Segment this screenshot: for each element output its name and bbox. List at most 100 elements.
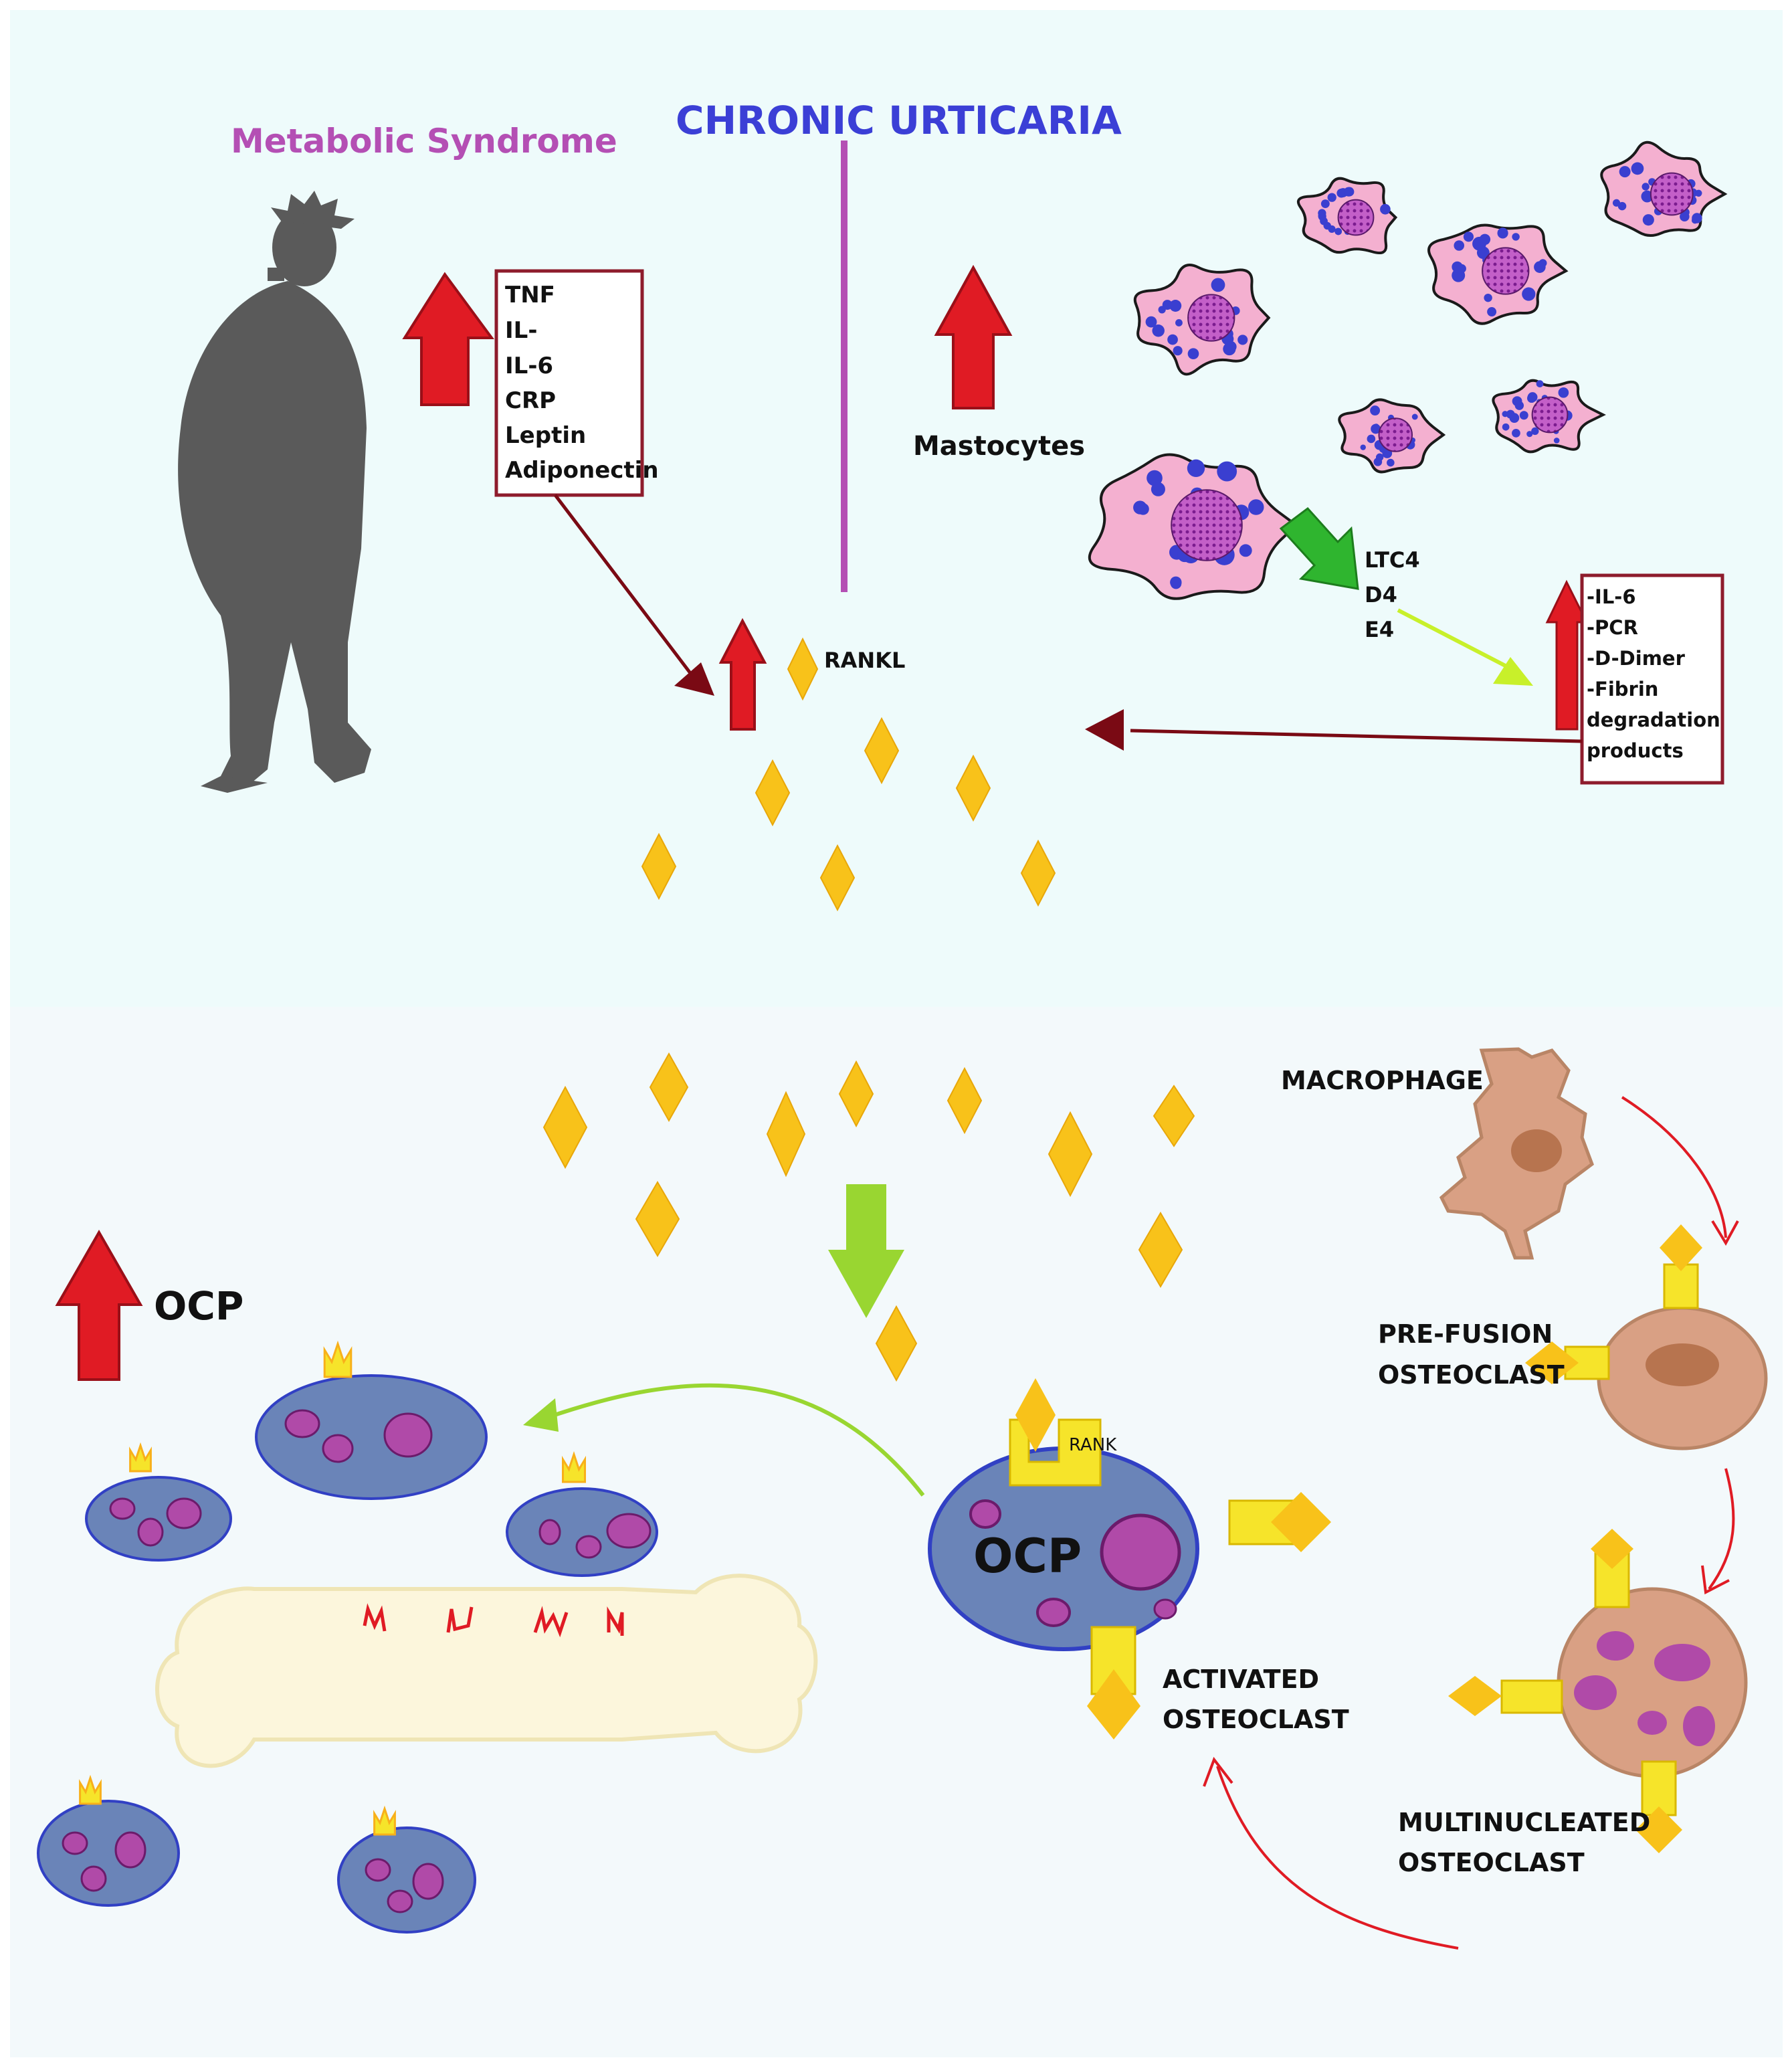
activated-ocp-cell [928,1446,1199,1651]
ocp-to-precursors-curve-arrow [548,1383,925,1497]
rankl-diamond [1138,1212,1183,1288]
markers-to-rankl-arrowhead-icon [1085,709,1124,751]
prefusion-osteoclast-cell [1525,1224,1768,1450]
marker-leptin: Leptin [505,422,586,449]
macrophage-label: MACROPHAGE [1281,1066,1484,1095]
urticaria-markers-box [1580,573,1724,785]
rank-receptor-small-icon [373,1805,396,1836]
mast-cell [1338,398,1446,474]
chronic-urticaria-title: CHRONIC URTICARIA [676,98,1122,143]
multinucleated-label-line1: MULTINUCLEATED [1398,1808,1650,1837]
ocp-precursor-cell [255,1340,488,1500]
leukotriene-to-markers-arrow [1397,608,1513,671]
metabolic-to-rankl-arrow [554,494,694,677]
ocp-precursor-cell [506,1451,658,1577]
rankl-label: RANKL [824,648,905,673]
mast-cell [1492,379,1606,454]
rankl-diamond [1048,1111,1093,1198]
green-down-arrow-icon [828,1184,904,1318]
rankl-diamond [838,1060,874,1128]
ocp-precursor-cell [37,1774,180,1907]
ocp-cells [37,1340,658,1934]
leukotriene-ltc4: LTC4 [1365,547,1420,573]
mast-cell-cluster [1088,140,1728,600]
rank-receptor-small-icon [562,1451,586,1483]
rankl-diamond [755,759,791,827]
rank-receptor-small-icon [129,1442,152,1473]
rankl-diamond [641,832,677,901]
metabolic-markers-box [494,269,644,497]
activated-ocp-label: OCP [973,1529,1082,1584]
rankl-diamond [947,1066,983,1135]
macrophage-to-prefusion-arrowhead-icon [1711,1220,1739,1246]
mast-cell [1427,223,1569,325]
green-arrow-leukotrienes-icon [1279,506,1359,590]
ocp-up-label: OCP [154,1283,243,1329]
prefusion-to-multinucleated-arrow [1708,1468,1735,1590]
mast-cell [1088,453,1298,600]
ocp-precursor-cell [85,1442,232,1562]
rankl-diamond [542,1085,588,1169]
rankl-diamond [1020,839,1056,907]
prefusion-to-multinucleated-arrowhead-icon [1701,1565,1730,1595]
rankl-diamond [649,1052,689,1123]
marker-pcr: -PCR [1587,616,1638,639]
multinucleated-to-activated-arrowhead-icon [1203,1756,1233,1787]
activated-ocp-receptors [1087,1492,1331,1740]
marker-tnf: TNF [505,282,555,308]
multinucleated-label-line2: OSTEOCLAST [1398,1848,1585,1877]
leukotriene-e4: E4 [1365,617,1394,642]
ocp-precursor-cell [337,1805,476,1934]
rankl-diamond [787,637,819,701]
metabolic-markers-list: TNF IL- IL-6 CRP Leptin Adiponectin [505,282,659,484]
rankl-diamond [875,1305,918,1382]
leukotriene-d4: D4 [1365,582,1397,607]
obese-person-silhouette-icon [178,191,371,793]
rank-receptor-small-icon [323,1340,353,1378]
macrophage-cell [1439,1047,1594,1260]
activated-label-line2: OSTEOCLAST [1163,1705,1349,1734]
marker-d-dimer: -D-Dimer [1587,647,1686,670]
rankl-diamonds [542,637,1195,1382]
marker-il6: IL-6 [505,353,553,379]
rankl-diamond [766,1091,806,1178]
marker-adiponectin: Adiponectin [505,457,659,484]
marker-degradation: degradation [1587,709,1720,731]
marker-products: products [1587,739,1684,762]
activated-label-line1: ACTIVATED [1163,1665,1319,1694]
rankl-diamond [819,844,856,912]
rankl-diamond [955,754,991,822]
bone [155,1574,818,1768]
resorption-pits [363,1603,624,1638]
ocp-up-arrow-icon [55,1229,143,1381]
mastocytes-label: Mastocytes [913,431,1085,462]
macrophage-to-prefusion-arrow [1621,1096,1727,1238]
mast-cell [1133,264,1271,376]
rank-label: RANK [1069,1435,1117,1455]
metabolic-syndrome-title: Metabolic Syndrome [231,122,617,161]
red-up-arrow-rankl-icon [718,618,767,731]
marker-il6-urt: -IL-6 [1587,585,1636,608]
prefusion-label-line2: OSTEOCLAST [1378,1360,1565,1390]
prefusion-label-line1: PRE-FUSION [1378,1319,1553,1349]
marker-fibrin: -Fibrin [1587,678,1658,700]
marker-il: IL- [505,317,537,344]
red-up-arrow-mastocytes-icon [934,264,1013,409]
rank-receptor-icon [1009,1378,1102,1487]
metabolic-to-rankl-arrowhead-icon [674,662,714,696]
markers-to-rankl-arrow [1130,729,1583,743]
urticaria-markers-list: -IL-6 -PCR -D-Dimer -Fibrin degradation … [1587,585,1720,762]
rank-receptor-small-icon [79,1774,102,1805]
mast-cell [1297,177,1398,255]
leukotriene-to-markers-arrowhead-icon [1493,657,1533,686]
rankl-diamond [864,717,900,785]
mast-cell [1600,140,1728,237]
red-up-arrow-metabolic-icon [402,272,494,406]
rankl-diamond [635,1181,680,1257]
multinucleated-to-activated-arrow [1216,1766,1459,1950]
rankl-diamond [1153,1085,1195,1147]
marker-crp: CRP [505,387,556,414]
ocp-to-precursors-arrowhead-icon [523,1398,559,1432]
